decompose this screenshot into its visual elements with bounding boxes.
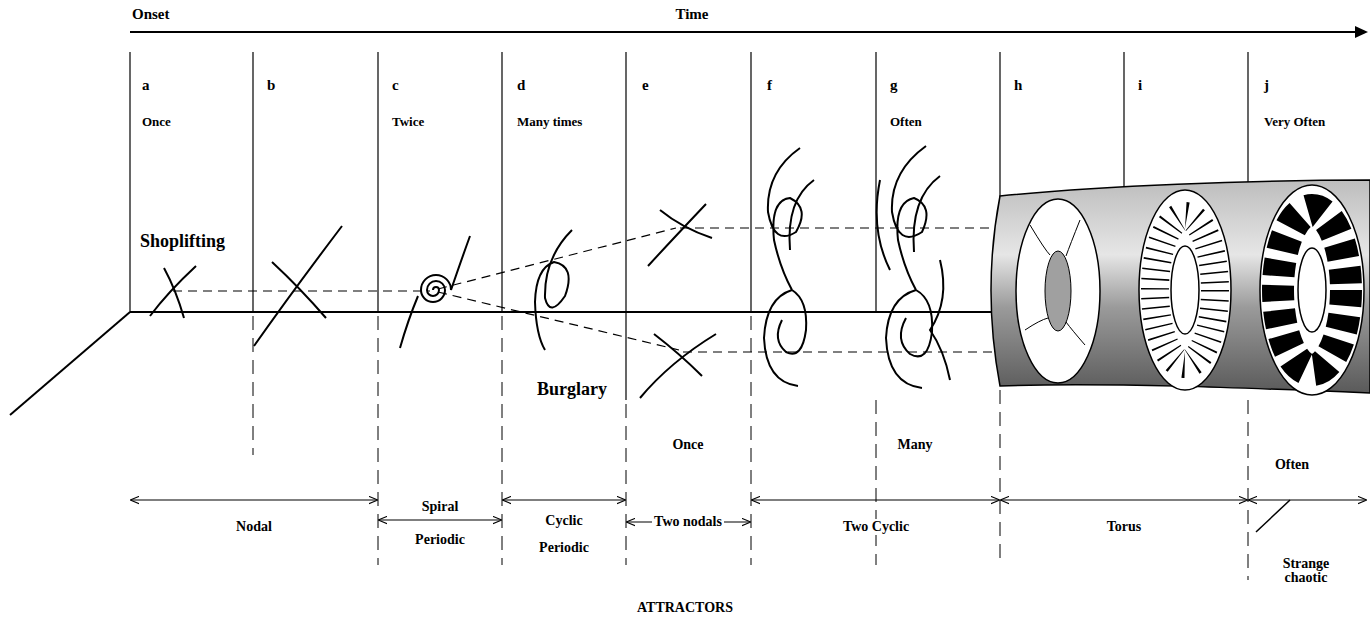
frequency-label: Very Often [1262,115,1327,129]
column-letter: b [265,77,277,94]
column-letter: g [888,77,900,94]
frequency-label: Once [670,437,705,452]
frequency-label: Many times [515,115,584,129]
two-nodal-attractor [640,204,716,398]
attractor-type: Periodic [413,532,467,547]
attractor-type: Periodic [537,540,591,555]
axis-label: Time [673,6,710,23]
time-axis [130,26,1368,38]
attractor-type: Two Cyclic [841,519,911,534]
torus-attractor [991,180,1370,395]
range-arrows [131,500,1366,522]
spiral-attractor [400,236,470,348]
column-letter: a [140,77,152,94]
column-letter: j [1262,77,1271,94]
attractor-type: Cyclic [543,513,584,528]
frequency-label: Many [896,437,935,452]
crime-label: Burglary [535,380,609,400]
column-letter: i [1136,77,1144,94]
frequency-label: Once [140,115,173,129]
attractor-type: Strange chaotic [1281,557,1332,585]
crime-label: Shoplifting [138,232,227,252]
column-letter: d [515,77,527,94]
trajectory-lines [173,228,995,352]
frequency-label: Often [888,115,924,129]
attractor-type: Torus [1105,519,1144,534]
frequency-label: Often [1273,457,1311,472]
column-letter: h [1012,77,1024,94]
cyclic-attractor [535,230,572,350]
column-letter: e [640,77,651,94]
diagram-caption: ATTRACTORS [635,600,735,615]
column-letter: f [765,77,774,94]
two-cyclic-attractor [764,146,950,388]
attractor-type: Two nodals [652,514,724,529]
frequency-label: Twice [390,115,426,129]
column-dividers [130,52,1248,400]
attractor-type: Spiral [420,499,461,514]
attractor-type: Nodal [234,519,274,534]
column-letter: c [390,77,401,94]
axis-label: Onset [130,6,172,23]
